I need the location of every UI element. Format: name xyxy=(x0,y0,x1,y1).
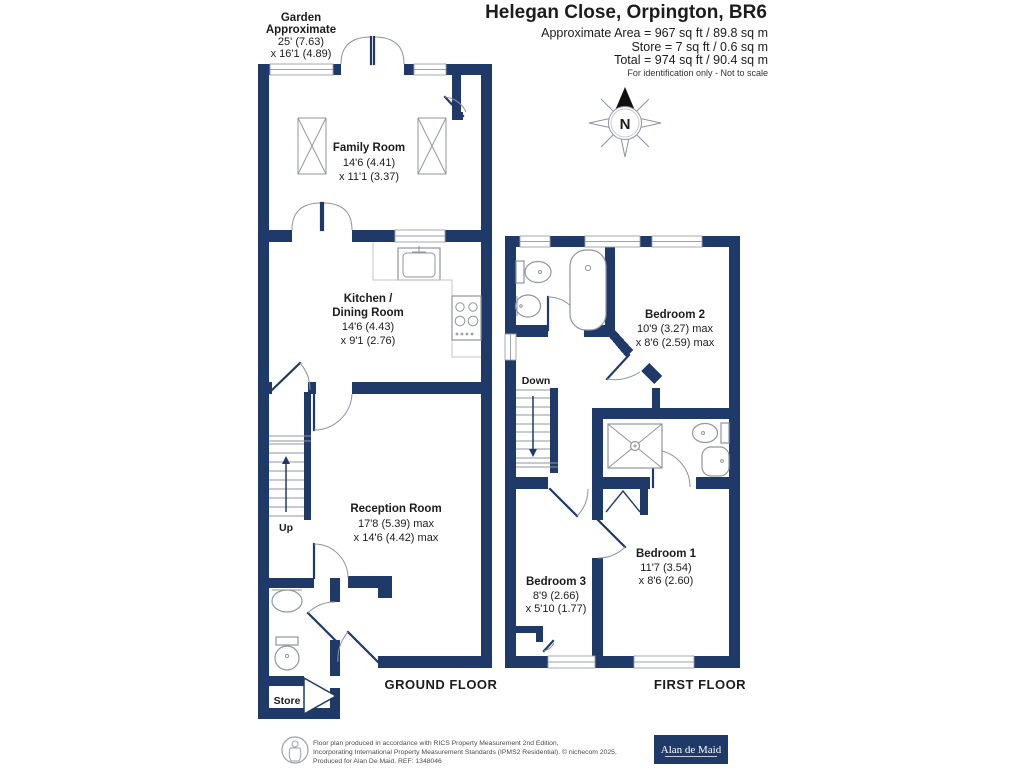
ensuite-toilet-fixture xyxy=(691,422,730,444)
svg-text:8'9 (2.66): 8'9 (2.66) xyxy=(533,590,579,602)
svg-text:25' (7.63): 25' (7.63) xyxy=(278,36,324,48)
svg-text:x 16'1 (4.89): x 16'1 (4.89) xyxy=(271,48,332,60)
store-label: Store xyxy=(274,695,301,707)
ff-labels: Bedroom 2 10'9 (3.27) max x 8'6 (2.59) m… xyxy=(522,309,746,692)
svg-text:14'6 (4.41): 14'6 (4.41) xyxy=(343,157,395,169)
bathroom-basin-fixture xyxy=(514,294,542,318)
ff-windows xyxy=(504,235,703,669)
bath-fixture xyxy=(569,249,607,331)
family-room-label: Family Room xyxy=(333,142,405,154)
svg-text:Approximate: Approximate xyxy=(266,24,336,36)
svg-text:10'9 (3.27) max: 10'9 (3.27) max xyxy=(637,323,714,335)
bedroom3-label: Bedroom 3 xyxy=(526,576,586,588)
garden-label: Garden Approximate 25' (7.63) x 16'1 (4.… xyxy=(266,12,336,60)
gf-doors xyxy=(270,35,467,716)
ground-floor-plan: Family Room 14'6 (4.41) x 11'1 (3.37) Ki… xyxy=(258,35,498,719)
gf-labels: Family Room 14'6 (4.41) x 11'1 (3.37) Ki… xyxy=(274,142,498,707)
svg-text:x 8'6 (2.60): x 8'6 (2.60) xyxy=(639,575,694,587)
bedroom1-label: Bedroom 1 xyxy=(636,548,697,560)
north-arrow-icon xyxy=(614,87,636,113)
svg-text:x 8'6 (2.59) max: x 8'6 (2.59) max xyxy=(636,337,715,349)
ff-walls xyxy=(505,236,740,668)
compass-inner-circle xyxy=(610,108,640,138)
up-label: Up xyxy=(279,522,293,534)
svg-text:x 11'1 (3.37): x 11'1 (3.37) xyxy=(339,171,399,183)
logo-text: Alan de Maid xyxy=(661,744,722,756)
bathroom-toilet-fixture xyxy=(515,260,552,284)
svg-text:14'6 (4.43): 14'6 (4.43) xyxy=(342,321,394,333)
svg-text:x 5'10 (1.77): x 5'10 (1.77) xyxy=(526,603,587,615)
first-floor-title: FIRST FLOOR xyxy=(654,677,746,692)
bedroom2-label: Bedroom 2 xyxy=(645,309,705,321)
kitchen-counter xyxy=(372,242,481,358)
rics-icon xyxy=(281,736,309,764)
compass-rose: N xyxy=(588,87,662,158)
shower-fixture xyxy=(607,423,663,469)
north-label: N xyxy=(620,116,631,133)
ff-stairs xyxy=(516,389,558,468)
hob-fixture xyxy=(451,295,482,341)
kitchen-label: Kitchen / xyxy=(344,293,393,305)
gf-stairs xyxy=(269,435,311,517)
header: Helegan Close, Orpington, BR6 Approximat… xyxy=(485,2,768,78)
down-label: Down xyxy=(522,375,551,387)
svg-text:x 14'6 (4.42) max: x 14'6 (4.42) max xyxy=(354,532,439,544)
store-door xyxy=(303,676,338,716)
area-line-2: Store = 7 sq ft / 0.6 sq m xyxy=(631,40,768,54)
gf-basin-fixture xyxy=(271,589,303,613)
reception-room-label: Reception Room xyxy=(350,503,441,515)
area-line-3: Total = 974 sq ft / 90.4 sq m xyxy=(614,53,768,67)
alan-de-maid-logo: Alan de Maid xyxy=(654,735,728,764)
area-line-1: Approximate Area = 967 sq ft / 89.8 sq m xyxy=(541,26,768,40)
kitchen-sink-fixture xyxy=(397,246,441,281)
footer-line-3: Produced for Alan De Maid. REF: 1348046 xyxy=(313,758,442,765)
footer-line-2: Incorporating International Property Mea… xyxy=(313,748,617,756)
gf-toilet-fixture xyxy=(274,636,300,671)
closet-door xyxy=(605,489,641,513)
svg-text:Dining Room: Dining Room xyxy=(332,307,404,319)
svg-text:11'7 (3.54): 11'7 (3.54) xyxy=(640,562,691,574)
gf-windows xyxy=(269,63,447,243)
skylight-left xyxy=(297,117,327,175)
down-arrow-head xyxy=(529,449,537,457)
svg-text:17'8 (5.39) max: 17'8 (5.39) max xyxy=(358,518,435,530)
skylight-right xyxy=(417,117,447,175)
ensuite-basin-fixture xyxy=(701,446,730,477)
compass-circle xyxy=(608,106,642,140)
ground-floor-title: GROUND FLOOR xyxy=(385,677,498,692)
svg-text:Garden: Garden xyxy=(281,12,321,24)
page-title: Helegan Close, Orpington, BR6 xyxy=(485,2,767,23)
svg-text:x 9'1 (2.76): x 9'1 (2.76) xyxy=(341,335,396,347)
disclaimer-text: For identification only - Not to scale xyxy=(627,68,768,78)
footer: Floor plan produced in accordance with R… xyxy=(281,735,728,765)
up-arrow-head xyxy=(282,456,290,464)
first-floor-plan: Bedroom 2 10'9 (3.27) max x 8'6 (2.59) m… xyxy=(504,235,746,692)
gf-walls xyxy=(258,64,492,719)
footer-line-1: Floor plan produced in accordance with R… xyxy=(313,740,559,747)
